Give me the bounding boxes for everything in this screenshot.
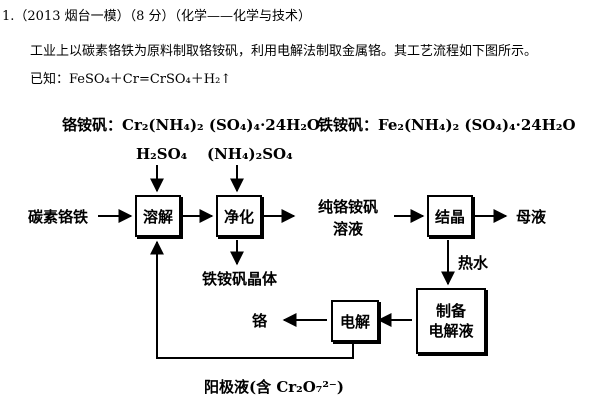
anode-liquid-label: 阳极液(含 Cr₂O₇²⁻)	[204, 378, 344, 396]
box-dissolve: 溶解	[135, 195, 181, 237]
box-purify: 净化	[216, 195, 262, 237]
box-prepare-electrolyte: 制备 电解液	[416, 288, 486, 354]
question-header: 1.（2013 烟台一模）（8 分）（化学——化学与技术）	[2, 9, 312, 24]
arrow-recycle-anode-liquid	[150, 240, 354, 359]
pure-solution-line-1: 纯铬铵矾	[318, 198, 379, 216]
box-prepare-label-2: 电解液	[428, 322, 474, 340]
hot-water-label: 热水	[458, 254, 489, 272]
known-reaction: 已知：FeSO₄＋Cr=CrSO₄＋H₂↑	[30, 72, 232, 87]
byproduct-label: 铁铵矾晶体	[202, 270, 278, 288]
box-crystallize: 结晶	[427, 195, 473, 237]
input-nh4so4: (NH₄)₂SO₄	[207, 145, 293, 163]
chromium-product-label: 铬	[252, 312, 268, 330]
pure-solution-line-2: 溶液	[333, 220, 364, 238]
box-purify-label: 净化	[223, 207, 254, 226]
question-intro: 工业上以碳素铬铁为原料制取铬铵矾，利用电解法制取金属铬。其工艺流程如下图所示。	[30, 44, 538, 59]
input-h2so4: H₂SO₄	[136, 145, 188, 163]
mother-liquor-label: 母液	[516, 208, 547, 226]
box-prepare-label-1: 制备	[435, 302, 466, 320]
formula-iron-alum: 铁铵矾：Fe₂(NH₄)₂ (SO₄)₄·24H₂O	[318, 116, 576, 134]
box-electrolysis: 电解	[331, 300, 379, 342]
box-dissolve-label: 溶解	[142, 207, 173, 226]
pure-solution-label: 纯铬铵矾 溶液	[318, 196, 378, 240]
raw-material-label: 碳素铬铁	[28, 208, 89, 226]
box-crystallize-label: 结晶	[434, 207, 465, 226]
formula-chrome-alum: 铬铵矾：Cr₂(NH₄)₂ (SO₄)₄·24H₂O	[62, 116, 320, 134]
box-electrolysis-label: 电解	[339, 312, 370, 331]
